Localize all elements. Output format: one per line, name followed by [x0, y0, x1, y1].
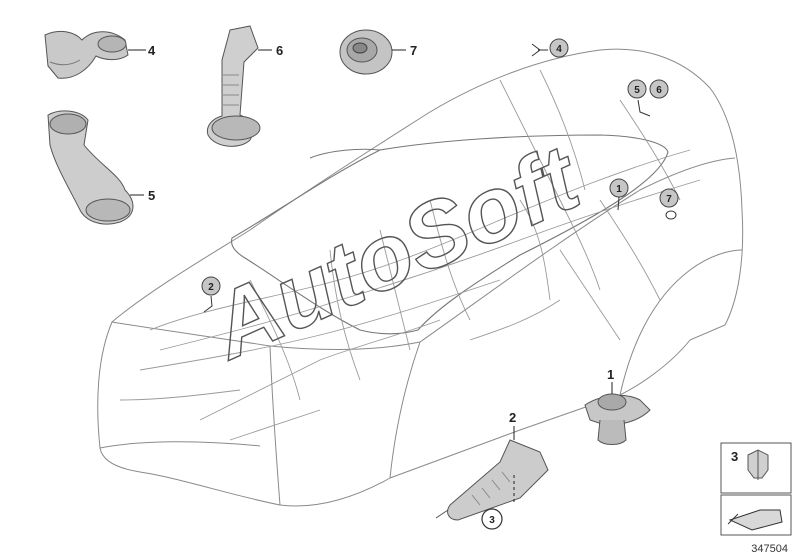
svg-text:2: 2 [208, 282, 214, 293]
svg-text:4: 4 [556, 44, 562, 55]
svg-text:1: 1 [616, 184, 622, 195]
callout-1: 1 [607, 367, 614, 382]
watermark: AutoSoft [195, 126, 596, 379]
location-marker-2: 2 [201, 276, 221, 313]
callout-7: 7 [410, 43, 417, 58]
callout-3: 3 [489, 515, 495, 526]
part-callouts: 4 6 7 5 1 2 [148, 43, 614, 425]
part-2-sleeve [435, 426, 549, 521]
direction-arrow-box [720, 494, 792, 536]
legend-number: 3 [731, 449, 738, 464]
location-marker-4: 4 [531, 38, 569, 58]
svg-text:5: 5 [634, 85, 640, 96]
legend-box: 3 [720, 442, 792, 494]
part-6-tube-grommet [206, 25, 272, 147]
svg-text:6: 6 [656, 85, 662, 96]
location-markers: 4 5 6 1 7 2 [201, 38, 679, 313]
part-7-round-grommet [339, 29, 406, 75]
roof-glass-outline [231, 134, 669, 335]
callout-3-circled: 3 [481, 508, 503, 530]
callout-5: 5 [148, 188, 155, 203]
location-marker-7: 7 [659, 188, 679, 220]
location-marker-6: 6 [649, 79, 669, 99]
callout-2: 2 [509, 410, 516, 425]
part-5-bent-grommet [47, 110, 144, 225]
location-marker-5: 5 [627, 79, 651, 117]
wiring-harness [119, 69, 701, 441]
part-4-grommet [44, 30, 146, 79]
callout-4: 4 [148, 43, 156, 58]
svg-text:7: 7 [666, 194, 672, 205]
diagram-id: 347504 [751, 543, 788, 555]
part-1-rubber-mount [584, 382, 651, 445]
location-marker-1: 1 [609, 178, 629, 211]
callout-6: 6 [276, 43, 283, 58]
